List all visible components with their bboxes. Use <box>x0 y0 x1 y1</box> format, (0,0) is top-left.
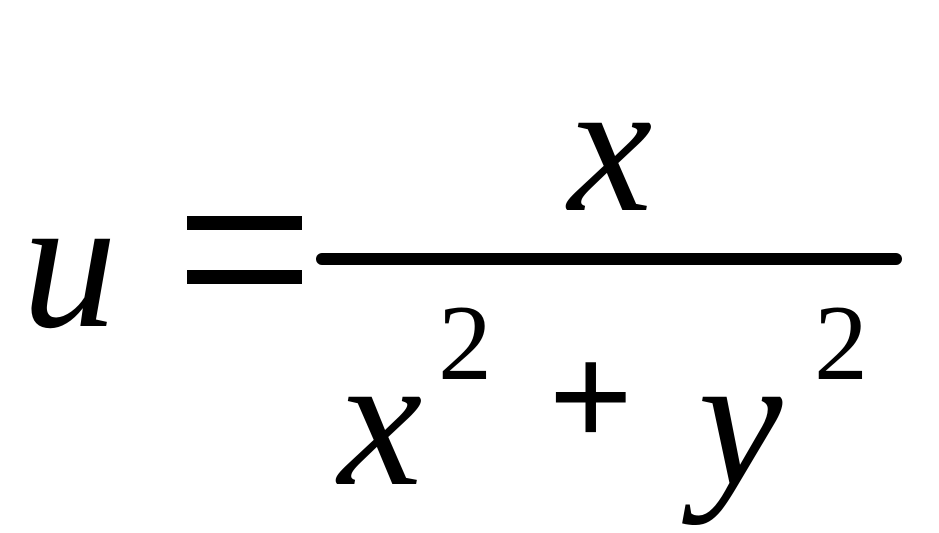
equals-sign-bottom-bar <box>187 270 302 284</box>
variable-u: u <box>22 158 117 368</box>
numerator-variable-x: x <box>568 42 653 252</box>
denominator-variable-y: y <box>698 316 783 526</box>
fraction-bar <box>316 253 902 265</box>
plus-sign: + <box>548 314 634 480</box>
exponent-y: 2 <box>814 284 868 403</box>
denominator-variable-x: x <box>338 316 423 526</box>
exponent-x: 2 <box>438 284 492 403</box>
equals-sign-top-bar <box>187 216 302 230</box>
